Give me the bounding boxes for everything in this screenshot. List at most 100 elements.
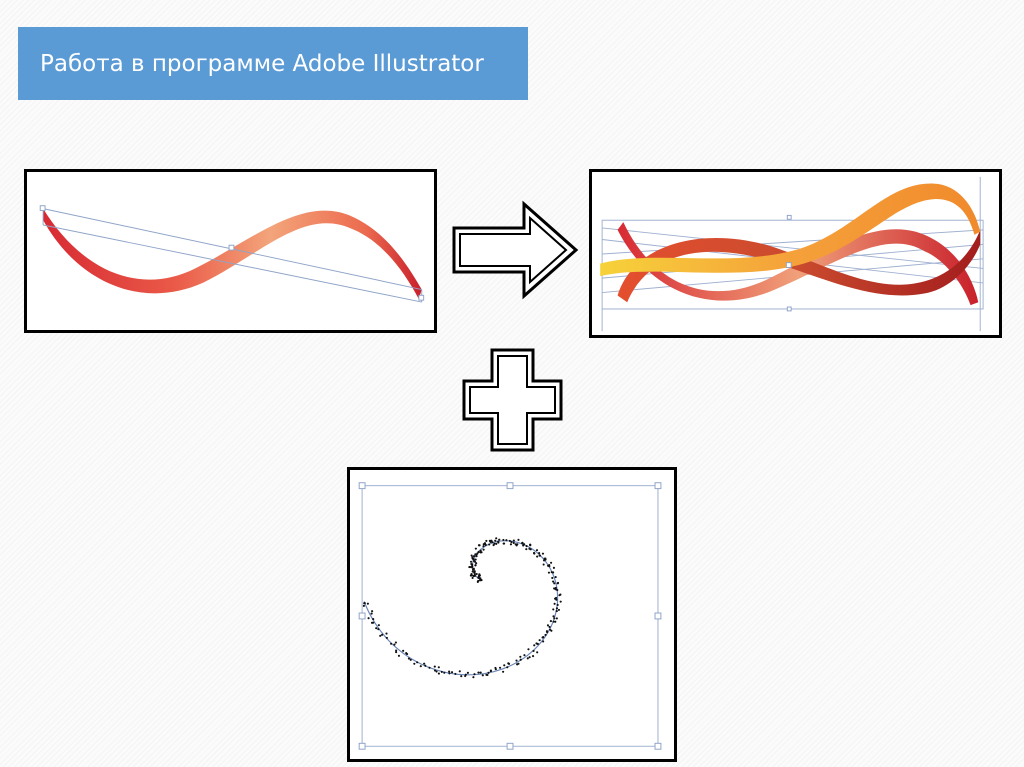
anchor-point	[485, 539, 488, 543]
anchor-point	[481, 674, 484, 677]
anchor-point	[556, 581, 560, 585]
anchor-point	[536, 642, 539, 646]
anchor-point	[428, 666, 431, 669]
anchor-point	[523, 654, 526, 657]
anchor-point	[472, 567, 475, 570]
anchor-point	[477, 544, 481, 547]
anchor-point	[546, 624, 550, 627]
spiral-artwork	[358, 482, 662, 750]
anchor-point	[512, 541, 515, 545]
anchor-point	[538, 551, 541, 555]
anchor-point	[395, 651, 398, 654]
anchor-point	[533, 552, 536, 555]
anchor-point	[370, 612, 373, 615]
anchor-point	[542, 563, 545, 566]
anchor-point	[491, 541, 494, 544]
anchor-point	[390, 642, 393, 645]
anchor-point	[385, 632, 388, 635]
anchor-point	[476, 552, 479, 555]
anchor-point	[377, 624, 380, 627]
anchor-point	[532, 649, 535, 653]
anchor-point	[406, 653, 409, 656]
anchor-point	[550, 561, 553, 564]
anchor-point	[488, 539, 491, 542]
yellow-ribbon	[600, 183, 981, 277]
anchor-point	[372, 618, 375, 621]
anchor-point	[472, 676, 475, 679]
anchor-point	[472, 557, 475, 560]
spiral-path	[363, 540, 559, 676]
anchor-point	[522, 543, 525, 546]
anchor-point	[483, 542, 486, 545]
anchor-point	[528, 656, 531, 659]
anchor-point	[552, 620, 555, 623]
anchor-point	[475, 562, 478, 565]
anchor-point	[556, 603, 559, 607]
anchor-point	[516, 663, 519, 666]
anchor-point	[519, 658, 522, 661]
anchor-point	[458, 670, 461, 673]
anchor-point	[507, 662, 511, 665]
anchor-point	[473, 673, 476, 676]
anchor-point	[498, 538, 501, 541]
right-arrow-outline-icon	[450, 200, 580, 300]
anchor-point	[529, 548, 532, 551]
anchor-point	[508, 539, 511, 543]
anchor-point	[502, 542, 505, 545]
anchor-point	[529, 544, 532, 547]
anchor-point	[555, 607, 559, 610]
anchor-point	[533, 644, 536, 647]
anchor-point	[503, 664, 506, 667]
anchor-point	[480, 551, 483, 554]
anchor-point	[470, 572, 473, 576]
anchor-point	[423, 662, 426, 665]
anchor-point	[395, 649, 398, 652]
spiral-anchor-points	[362, 537, 562, 679]
brown-ribbon	[617, 229, 981, 303]
anchor-point	[381, 633, 384, 636]
anchor-point	[525, 548, 528, 551]
anchor-point	[474, 558, 477, 561]
anchor-point	[506, 666, 509, 669]
anchor-point	[553, 582, 556, 585]
anchor-point	[370, 621, 374, 624]
anchor-point	[440, 670, 443, 673]
anchor-point	[494, 539, 497, 542]
anchor-point	[517, 538, 520, 541]
anchor-point	[531, 655, 535, 658]
anchor-point	[454, 672, 457, 676]
anchor-point	[544, 558, 547, 561]
anchor-point	[535, 549, 539, 552]
anchor-point	[416, 661, 419, 664]
anchor-point	[366, 602, 369, 605]
anchor-point	[558, 594, 561, 597]
anchor-point	[505, 539, 508, 542]
anchor-point	[516, 543, 519, 546]
anchor-point	[470, 562, 473, 566]
anchor-point	[377, 628, 380, 631]
anchor-point	[473, 555, 476, 558]
anchor-point	[407, 657, 411, 660]
anchor-point	[541, 552, 545, 555]
anchor-point	[464, 674, 467, 678]
anchor-point	[492, 544, 495, 547]
anchor-point	[466, 671, 469, 674]
single-ribbon-artwork	[39, 205, 425, 303]
anchor-point	[419, 665, 422, 668]
multiple-ribbons-artwork	[600, 176, 984, 332]
anchor-point	[475, 555, 478, 558]
single-ribbon-panel	[24, 169, 437, 333]
anchor-point	[554, 620, 557, 623]
anchor-point	[482, 545, 485, 548]
anchor-point	[555, 609, 558, 613]
anchor-point	[371, 610, 374, 613]
anchor-point	[544, 633, 547, 637]
anchor-point	[471, 570, 474, 573]
slide-title: Работа в программе Adobe Illustrator	[40, 50, 484, 77]
anchor-point	[433, 665, 436, 668]
anchor-point	[559, 600, 562, 603]
anchor-point	[413, 662, 416, 665]
anchor-point	[536, 651, 539, 654]
anchor-point	[474, 553, 477, 556]
anchor-point	[487, 671, 490, 674]
